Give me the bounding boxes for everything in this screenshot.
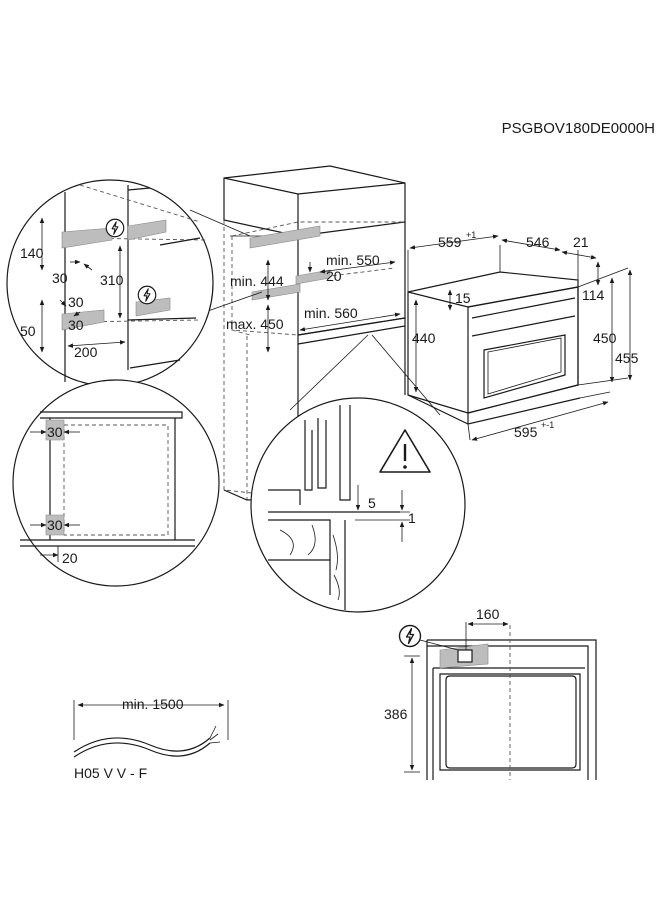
detail-200: 200	[74, 344, 98, 360]
detail-50: 50	[20, 323, 36, 339]
detail-section-circle: 5 1	[250, 334, 466, 613]
oven-width-595-tolerance: +-1	[541, 420, 554, 430]
detail-30-b: 30	[68, 294, 84, 310]
niche-min-560: min. 560	[304, 305, 358, 321]
power-cable: min. 1500 H05 V V - F	[73, 696, 229, 781]
oven-unit: 559 +1 546 21 15 114 440 450 455 595 +-1	[407, 230, 639, 441]
connection-icon	[398, 624, 422, 648]
front-30-top: 30	[47, 424, 63, 440]
cable-min-1500: min. 1500	[122, 696, 184, 712]
detail-front-circle: 30 30 20	[12, 379, 220, 587]
front-30-bottom: 30	[47, 517, 63, 533]
niche-gap-20: 20	[326, 268, 342, 284]
detail-30-c: 30	[68, 317, 84, 333]
front-20: 20	[62, 550, 78, 566]
electrical-connection-icon-bottom	[137, 285, 157, 305]
oven-depth-559-tolerance: +1	[466, 230, 476, 240]
cable-type: H05 V V - F	[74, 765, 147, 781]
detail-30-a: 30	[52, 270, 68, 286]
niche-min-550: min. 550	[326, 252, 380, 268]
connection-position: 160 386	[384, 606, 597, 780]
oven-side-114: 114	[582, 287, 605, 303]
oven-depth-546: 546	[526, 234, 550, 250]
oven-top-15: 15	[455, 290, 471, 306]
section-5: 5	[368, 495, 376, 511]
detail-310: 310	[100, 272, 124, 288]
warning-triangle-icon	[379, 429, 431, 473]
oven-depth-559: 559	[438, 234, 462, 250]
section-1: 1	[408, 510, 416, 526]
oven-height-450: 450	[593, 330, 617, 346]
detail-connection-circle: 140 30 310 30 30 50 200	[6, 179, 263, 387]
niche-max-450: max. 450	[226, 316, 284, 332]
oven-height-455: 455	[615, 350, 639, 366]
oven-width-595: 595	[514, 424, 538, 440]
niche-cabinet: min. 444 max. 450 min. 550 20 min. 560	[223, 165, 406, 501]
detail-140: 140	[20, 245, 44, 261]
connection-386: 386	[384, 706, 408, 722]
connection-160: 160	[476, 606, 500, 622]
product-code: PSGBOV180DE0000H	[502, 120, 655, 137]
niche-min-444: min. 444	[230, 273, 284, 289]
electrical-connection-icon-top	[105, 218, 125, 238]
oven-door-21: 21	[573, 234, 589, 250]
oven-height-440: 440	[412, 330, 436, 346]
